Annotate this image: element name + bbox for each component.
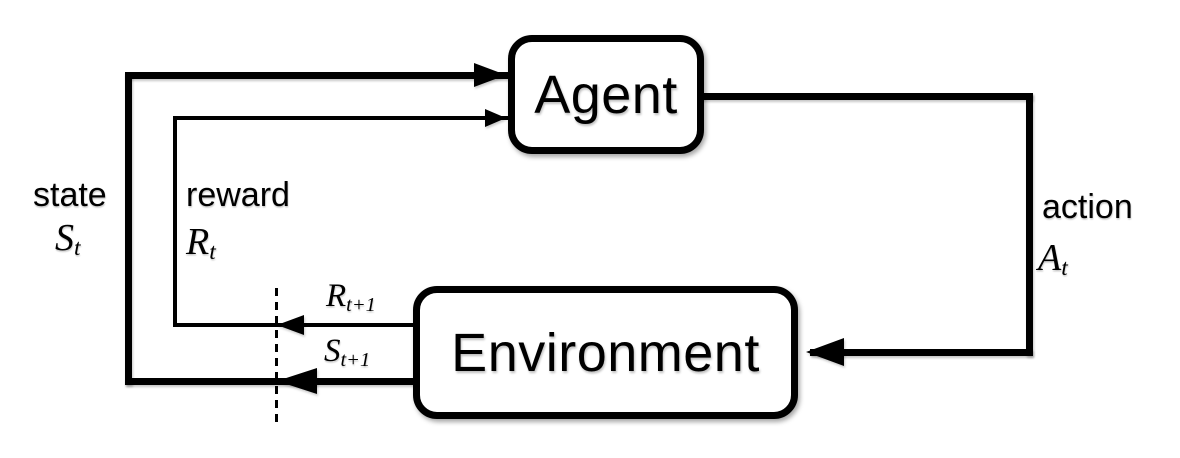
agent-box: Agent [508, 35, 704, 154]
environment-box-label: Environment [451, 322, 760, 383]
state-next-symbol: St+1 [324, 333, 371, 371]
reward-symbol-base: R [186, 221, 210, 263]
state-line-left [125, 72, 132, 385]
state-label: state [33, 176, 107, 214]
state-arrowhead-into-agent-icon [474, 63, 506, 87]
action-arrowhead-icon [806, 338, 844, 366]
reward-line-left [173, 116, 177, 327]
action-line-bottom [810, 349, 1033, 356]
environment-box: Environment [413, 286, 798, 419]
action-line-right [1026, 93, 1033, 356]
state-next-symbol-base: S [324, 333, 341, 369]
reward-next-symbol: Rt+1 [326, 278, 376, 316]
state-next-arrowhead-icon [277, 368, 317, 394]
reward-next-symbol-base: R [326, 278, 347, 314]
state-next-symbol-subscript: t+1 [340, 348, 371, 371]
action-symbol-subscript: t [1061, 255, 1068, 282]
state-symbol-base: S [55, 217, 74, 259]
state-line-bottom [125, 378, 418, 385]
action-symbol: At [1038, 236, 1068, 282]
reward-next-symbol-subscript: t+1 [346, 293, 376, 316]
state-symbol: St [55, 216, 81, 262]
state-line-top [125, 72, 508, 79]
action-symbol-base: A [1038, 237, 1062, 279]
reward-line-top [173, 116, 513, 120]
action-label: action [1042, 188, 1133, 226]
reward-symbol-subscript: t [209, 239, 216, 266]
reward-next-arrowhead-icon [277, 315, 304, 335]
agent-box-label: Agent [534, 64, 678, 125]
time-boundary-dashed-line [275, 288, 278, 426]
state-symbol-subscript: t [74, 235, 81, 262]
reward-label: reward [186, 176, 290, 214]
reward-arrowhead-into-agent-icon [485, 109, 506, 127]
action-line-top [700, 93, 1033, 100]
reward-symbol: Rt [186, 220, 216, 266]
